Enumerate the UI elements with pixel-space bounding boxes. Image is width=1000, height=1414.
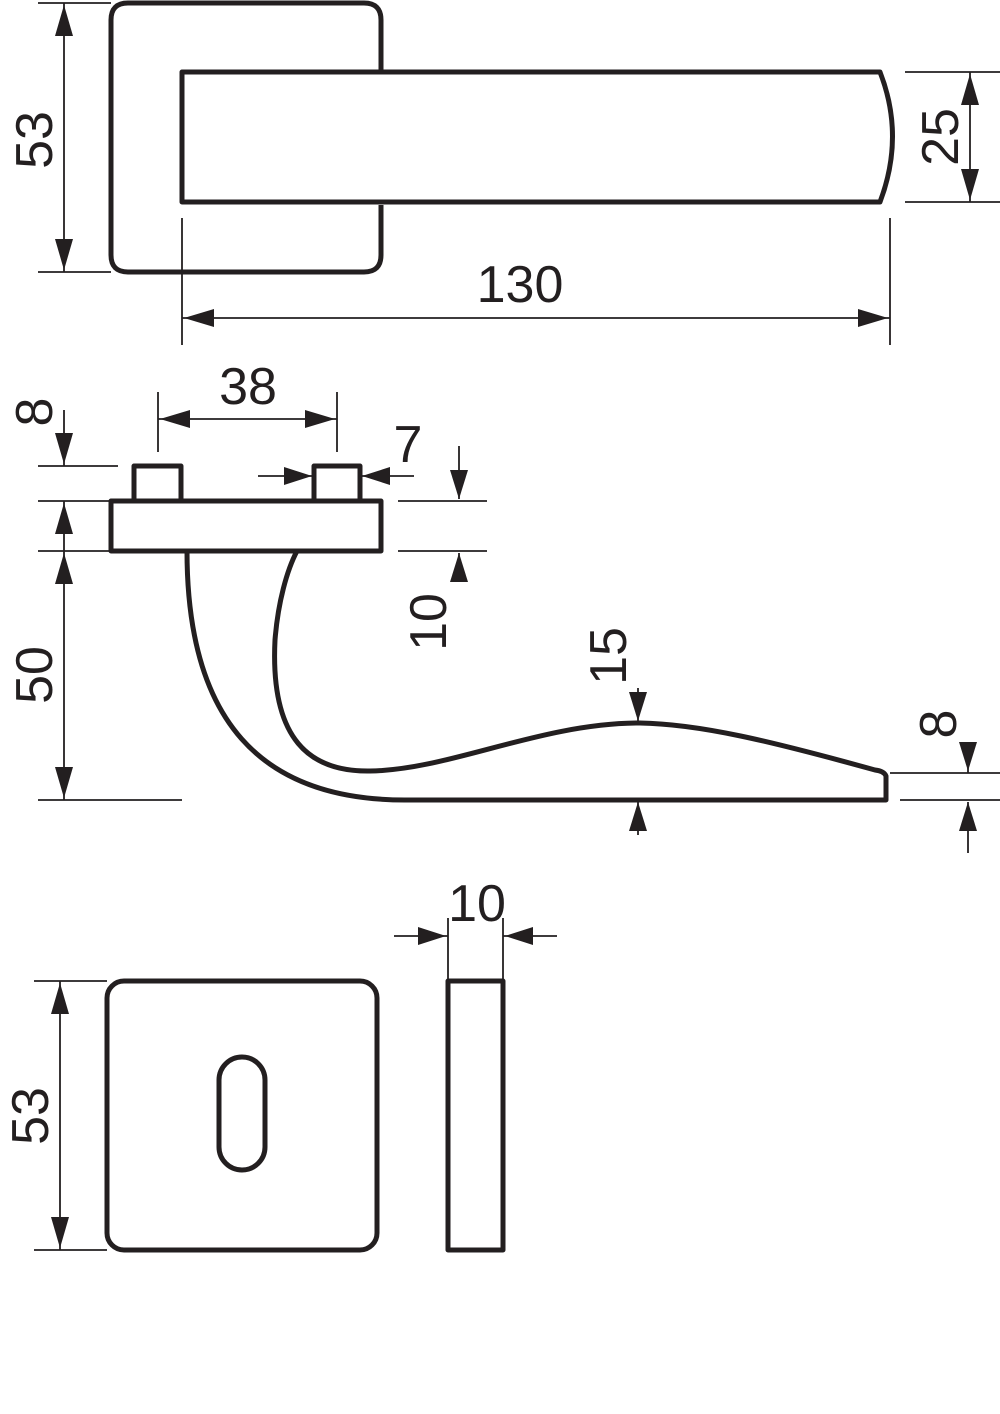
- dim-rose-height-label: 53: [6, 111, 64, 169]
- dim-grip-thickness-label: 15: [580, 627, 638, 685]
- dim-tip-thickness-label: 8: [910, 710, 968, 739]
- dim-spindle-width: 7: [258, 416, 422, 485]
- side-spindle-left: [131, 463, 184, 504]
- top-lever-outline: [179, 69, 895, 205]
- side-view: 38 7 8 50: [6, 358, 1000, 853]
- dim-spindle-spacing-label: 38: [219, 358, 277, 416]
- top-view: 53 25 130: [6, 0, 1000, 345]
- keyhole-view: 53 10: [2, 875, 557, 1253]
- dim-lever-width: 25: [905, 71, 1000, 203]
- dim-rose-thickness-label: 10: [400, 593, 458, 651]
- keyhole-slot-icon: [216, 1054, 268, 1173]
- dim-rose-height: 53: [6, 2, 111, 273]
- dim-grip-thickness: 15: [580, 627, 647, 835]
- escutcheon-side: [445, 978, 506, 1253]
- dim-spindle-spacing: 38: [157, 358, 338, 452]
- dim-lever-width-label: 25: [912, 108, 970, 166]
- dim-spindle-height: 8: [6, 398, 118, 502]
- dim-lever-height: 50: [6, 501, 182, 801]
- dim-escutcheon-thickness-label: 10: [448, 875, 506, 933]
- dim-tip-thickness: 8: [890, 710, 1000, 853]
- dim-lever-length-label: 130: [477, 256, 564, 314]
- dim-lever-length: 130: [181, 218, 891, 345]
- dim-escutcheon-thickness: 10: [394, 875, 557, 981]
- side-lever-profile: [184, 549, 889, 803]
- dim-spindle-width-label: 7: [394, 416, 423, 474]
- side-rose-plate: [108, 498, 384, 554]
- dim-escutcheon-height: 53: [2, 980, 107, 1251]
- dim-lever-height-label: 50: [6, 646, 64, 704]
- escutcheon-front: [104, 978, 380, 1253]
- side-spindle-right: [311, 463, 363, 504]
- dim-escutcheon-height-label: 53: [2, 1087, 60, 1145]
- dim-spindle-height-label: 8: [6, 398, 64, 427]
- dim-rose-thickness: 10: [398, 446, 487, 651]
- top-rose-outline: [108, 0, 384, 275]
